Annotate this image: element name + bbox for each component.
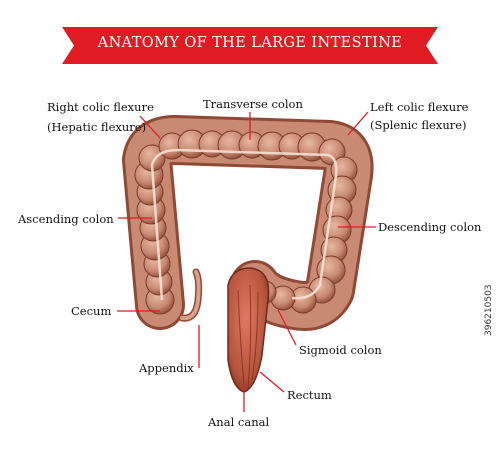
label-ascending-colon: Ascending colon: [18, 212, 114, 226]
title-banner: ANATOMY OF THE LARGE INTESTINE: [0, 0, 500, 80]
label-transverse-colon: Transverse colon: [203, 97, 303, 111]
label-descending-colon: Descending colon: [378, 220, 482, 234]
leader-lines: [117, 111, 376, 412]
banner-title: ANATOMY OF THE LARGE INTESTINE: [97, 35, 403, 51]
label-hepatic-flexure: (Hepatic flexure): [47, 120, 147, 134]
label-rectum: Rectum: [287, 388, 332, 402]
label-right-colic-flexure: Right colic flexure: [47, 100, 154, 114]
label-splenic-flexure: (Splenic flexure): [370, 118, 467, 132]
label-anal-canal: Anal canal: [208, 415, 270, 429]
stock-id-watermark: 396210503: [484, 284, 494, 336]
label-sigmoid-colon: Sigmoid colon: [299, 343, 382, 357]
taenia-coli: [150, 148, 338, 301]
colon-haustra: [134, 129, 358, 315]
label-cecum: Cecum: [71, 304, 112, 318]
label-appendix: Appendix: [139, 361, 194, 375]
label-left-colic-flexure: Left colic flexure: [370, 100, 469, 114]
banner-ribbon: [62, 27, 438, 64]
